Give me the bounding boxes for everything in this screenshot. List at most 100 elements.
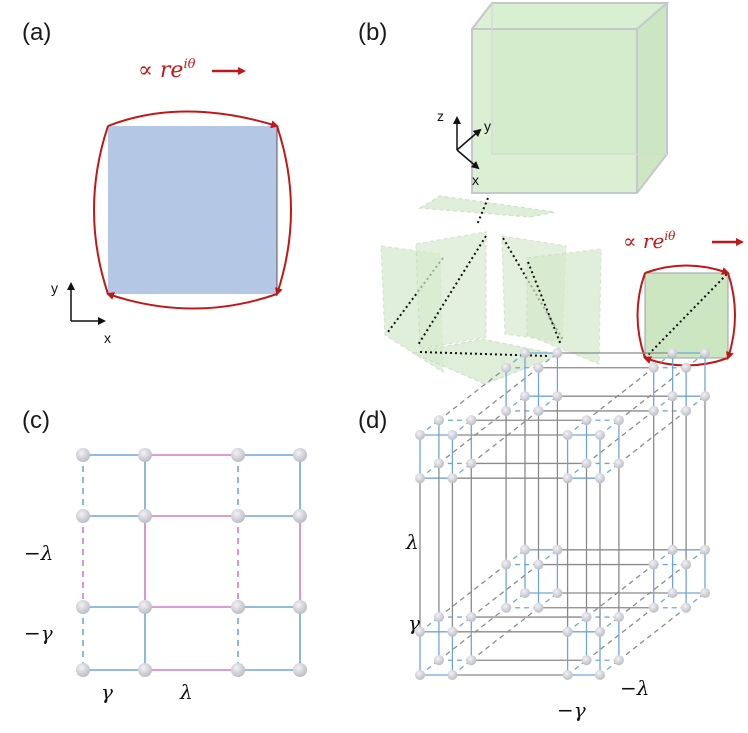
lattice-node — [138, 600, 152, 614]
axis-b-z-label: z — [437, 108, 444, 124]
lattice-3d — [415, 348, 710, 680]
lattice-node — [415, 626, 425, 637]
lattice-node — [415, 430, 425, 440]
exploded-faces — [380, 195, 602, 385]
lattice-node — [466, 612, 477, 623]
lattice-node — [466, 655, 477, 666]
lattice-node — [76, 663, 90, 677]
label-c-lambda: λ — [179, 680, 193, 704]
panel-c-label: (c) — [22, 407, 50, 434]
label-c-neg-gamma: −γ — [24, 621, 53, 645]
lattice-node — [76, 600, 90, 614]
lattice-node — [681, 405, 692, 416]
lattice-node — [562, 626, 573, 637]
lattice-node — [501, 362, 512, 373]
formula-a: ∝ reiθ — [138, 57, 196, 83]
lattice-node — [447, 626, 458, 637]
lattice-node — [667, 588, 678, 598]
lattice-node — [552, 348, 563, 358]
lattice-node — [138, 509, 152, 523]
lattice-node — [138, 448, 152, 462]
lattice-node — [552, 544, 563, 555]
lattice-node — [76, 448, 90, 462]
formula-b: ∝ reiθ — [623, 229, 676, 253]
lattice-node — [613, 612, 624, 623]
lattice-node — [501, 602, 512, 613]
lattice-node — [667, 544, 678, 555]
bond-y — [618, 410, 687, 464]
panel-d-label: (d) — [358, 407, 387, 434]
lattice-node — [466, 415, 477, 426]
bond-y — [618, 607, 687, 661]
axis-b-x-label: x — [472, 172, 479, 188]
lattice-node — [447, 473, 458, 484]
loop-b-left — [636, 272, 646, 359]
lattice-node — [700, 391, 710, 402]
lattice-node — [613, 458, 624, 469]
lattice-node — [648, 602, 659, 613]
lattice-node — [648, 362, 659, 373]
panel-a-label: (a) — [22, 19, 51, 46]
label-c-neg-lambda: −λ — [24, 541, 53, 565]
lattice-node — [415, 670, 425, 680]
label-d-neg-gamma: −γ — [557, 698, 586, 722]
lattice-node — [533, 602, 544, 613]
lattice-node — [76, 509, 90, 523]
loop-left — [93, 125, 109, 295]
bond-y — [438, 564, 507, 618]
lattice-node — [533, 362, 544, 373]
panel-b-label: (b) — [358, 19, 387, 46]
lattice-node — [433, 415, 444, 426]
lattice-node — [581, 612, 592, 623]
lattice-node — [138, 663, 152, 677]
lattice-node — [231, 509, 245, 523]
bond-y — [586, 564, 655, 618]
axes-b: z y x — [437, 108, 491, 188]
lattice-node — [552, 391, 563, 402]
bond-y — [470, 607, 539, 661]
axis-b-y-label: y — [484, 118, 491, 134]
lattice-node — [447, 670, 458, 680]
axis-a-y-label: y — [51, 280, 58, 296]
lattice-node — [700, 348, 710, 358]
lattice-node — [562, 473, 573, 484]
panel-a: (a) ∝ reiθ y x — [22, 19, 292, 346]
lattice-node — [501, 405, 512, 416]
lattice-node — [581, 655, 592, 666]
lattice-node — [533, 559, 544, 570]
label-d-neg-lambda: −λ — [620, 676, 649, 700]
lattice-node — [466, 458, 477, 469]
lattice-node — [700, 544, 710, 555]
lattice-node — [581, 458, 592, 469]
lattice-node — [501, 559, 512, 570]
loop-bottom — [106, 292, 278, 310]
lattice-node — [681, 602, 692, 613]
lattice-node — [433, 655, 444, 666]
loop-top — [107, 110, 279, 129]
lattice-node — [231, 663, 245, 677]
lattice-node — [595, 430, 605, 440]
lattice-node — [231, 600, 245, 614]
lattice-node — [700, 588, 710, 598]
lattice-node — [293, 448, 307, 462]
green-cube — [471, 1, 670, 194]
lattice-node — [433, 612, 444, 623]
lattice-node — [648, 559, 659, 570]
lattice-node — [648, 405, 659, 416]
lattice-node — [433, 458, 444, 469]
lattice-node — [520, 588, 530, 598]
lattice-2d — [76, 448, 307, 677]
lattice-node — [447, 430, 458, 440]
lattice-node — [415, 473, 425, 484]
lattice-node — [681, 362, 692, 373]
lattice-node — [533, 405, 544, 416]
lattice-node — [293, 663, 307, 677]
panel-c: (c) −λ −γ γ λ — [22, 407, 307, 704]
bond-y — [586, 367, 655, 421]
lattice-node — [681, 559, 692, 570]
lattice-node — [667, 348, 678, 358]
lattice-node — [581, 415, 592, 426]
lattice-node — [613, 655, 624, 666]
loop-b-top — [644, 264, 730, 275]
